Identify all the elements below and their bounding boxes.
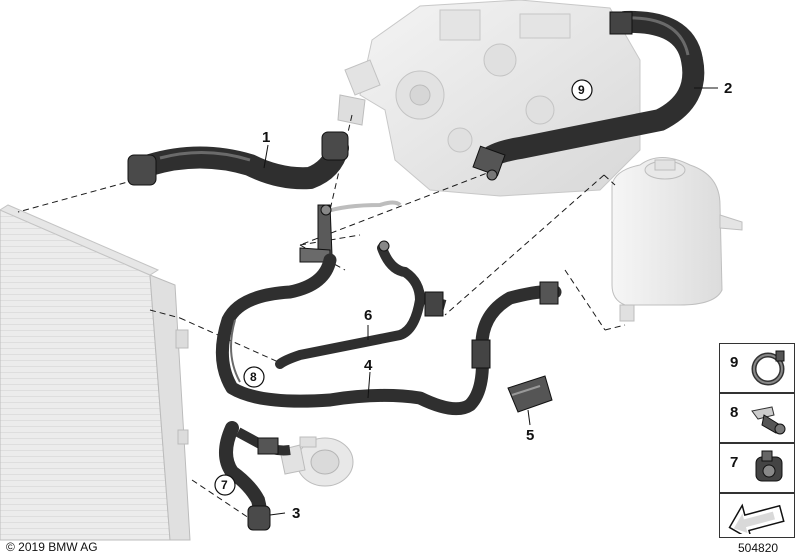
callout-9-circle	[571, 79, 593, 101]
callout-7: 7	[221, 478, 228, 492]
legend-item-arrow	[719, 493, 795, 538]
callout-2: 2	[724, 80, 732, 97]
radiator	[0, 204, 191, 541]
arrow-placeholder-icon	[728, 503, 785, 534]
hose-6	[275, 240, 447, 369]
callout-9: 9	[578, 83, 585, 97]
legend-number-8: 8	[730, 404, 739, 421]
callout-4: 4	[364, 357, 373, 374]
hose-clip-icon	[755, 450, 783, 482]
diagram-id: 504820	[738, 541, 779, 555]
legend-item-7: 7	[719, 443, 795, 493]
hose-clamp-icon	[751, 350, 785, 386]
callout-8-circle	[243, 366, 265, 388]
hose-2	[472, 10, 705, 181]
bracket-5	[507, 375, 553, 413]
callout-5: 5	[526, 427, 534, 444]
hose-1	[127, 131, 349, 190]
callout-7-circle	[214, 474, 236, 496]
callout-leaders	[263, 87, 718, 516]
hose-3	[219, 421, 291, 531]
callout-6: 6	[364, 307, 372, 324]
expansion-tank	[611, 157, 743, 322]
water-pump	[279, 436, 354, 487]
legend-item-8: 8	[719, 393, 795, 443]
legend-number-7: 7	[730, 454, 739, 471]
legend-number-9: 9	[730, 354, 739, 371]
legend-item-9: 9	[719, 343, 795, 393]
hose-4	[215, 253, 562, 416]
hose-bracket-icon	[751, 406, 786, 435]
callout-8: 8	[250, 370, 257, 384]
copyright-text: © 2019 BMW AG	[6, 540, 98, 554]
callout-1: 1	[262, 129, 270, 146]
callout-3: 3	[292, 505, 300, 522]
